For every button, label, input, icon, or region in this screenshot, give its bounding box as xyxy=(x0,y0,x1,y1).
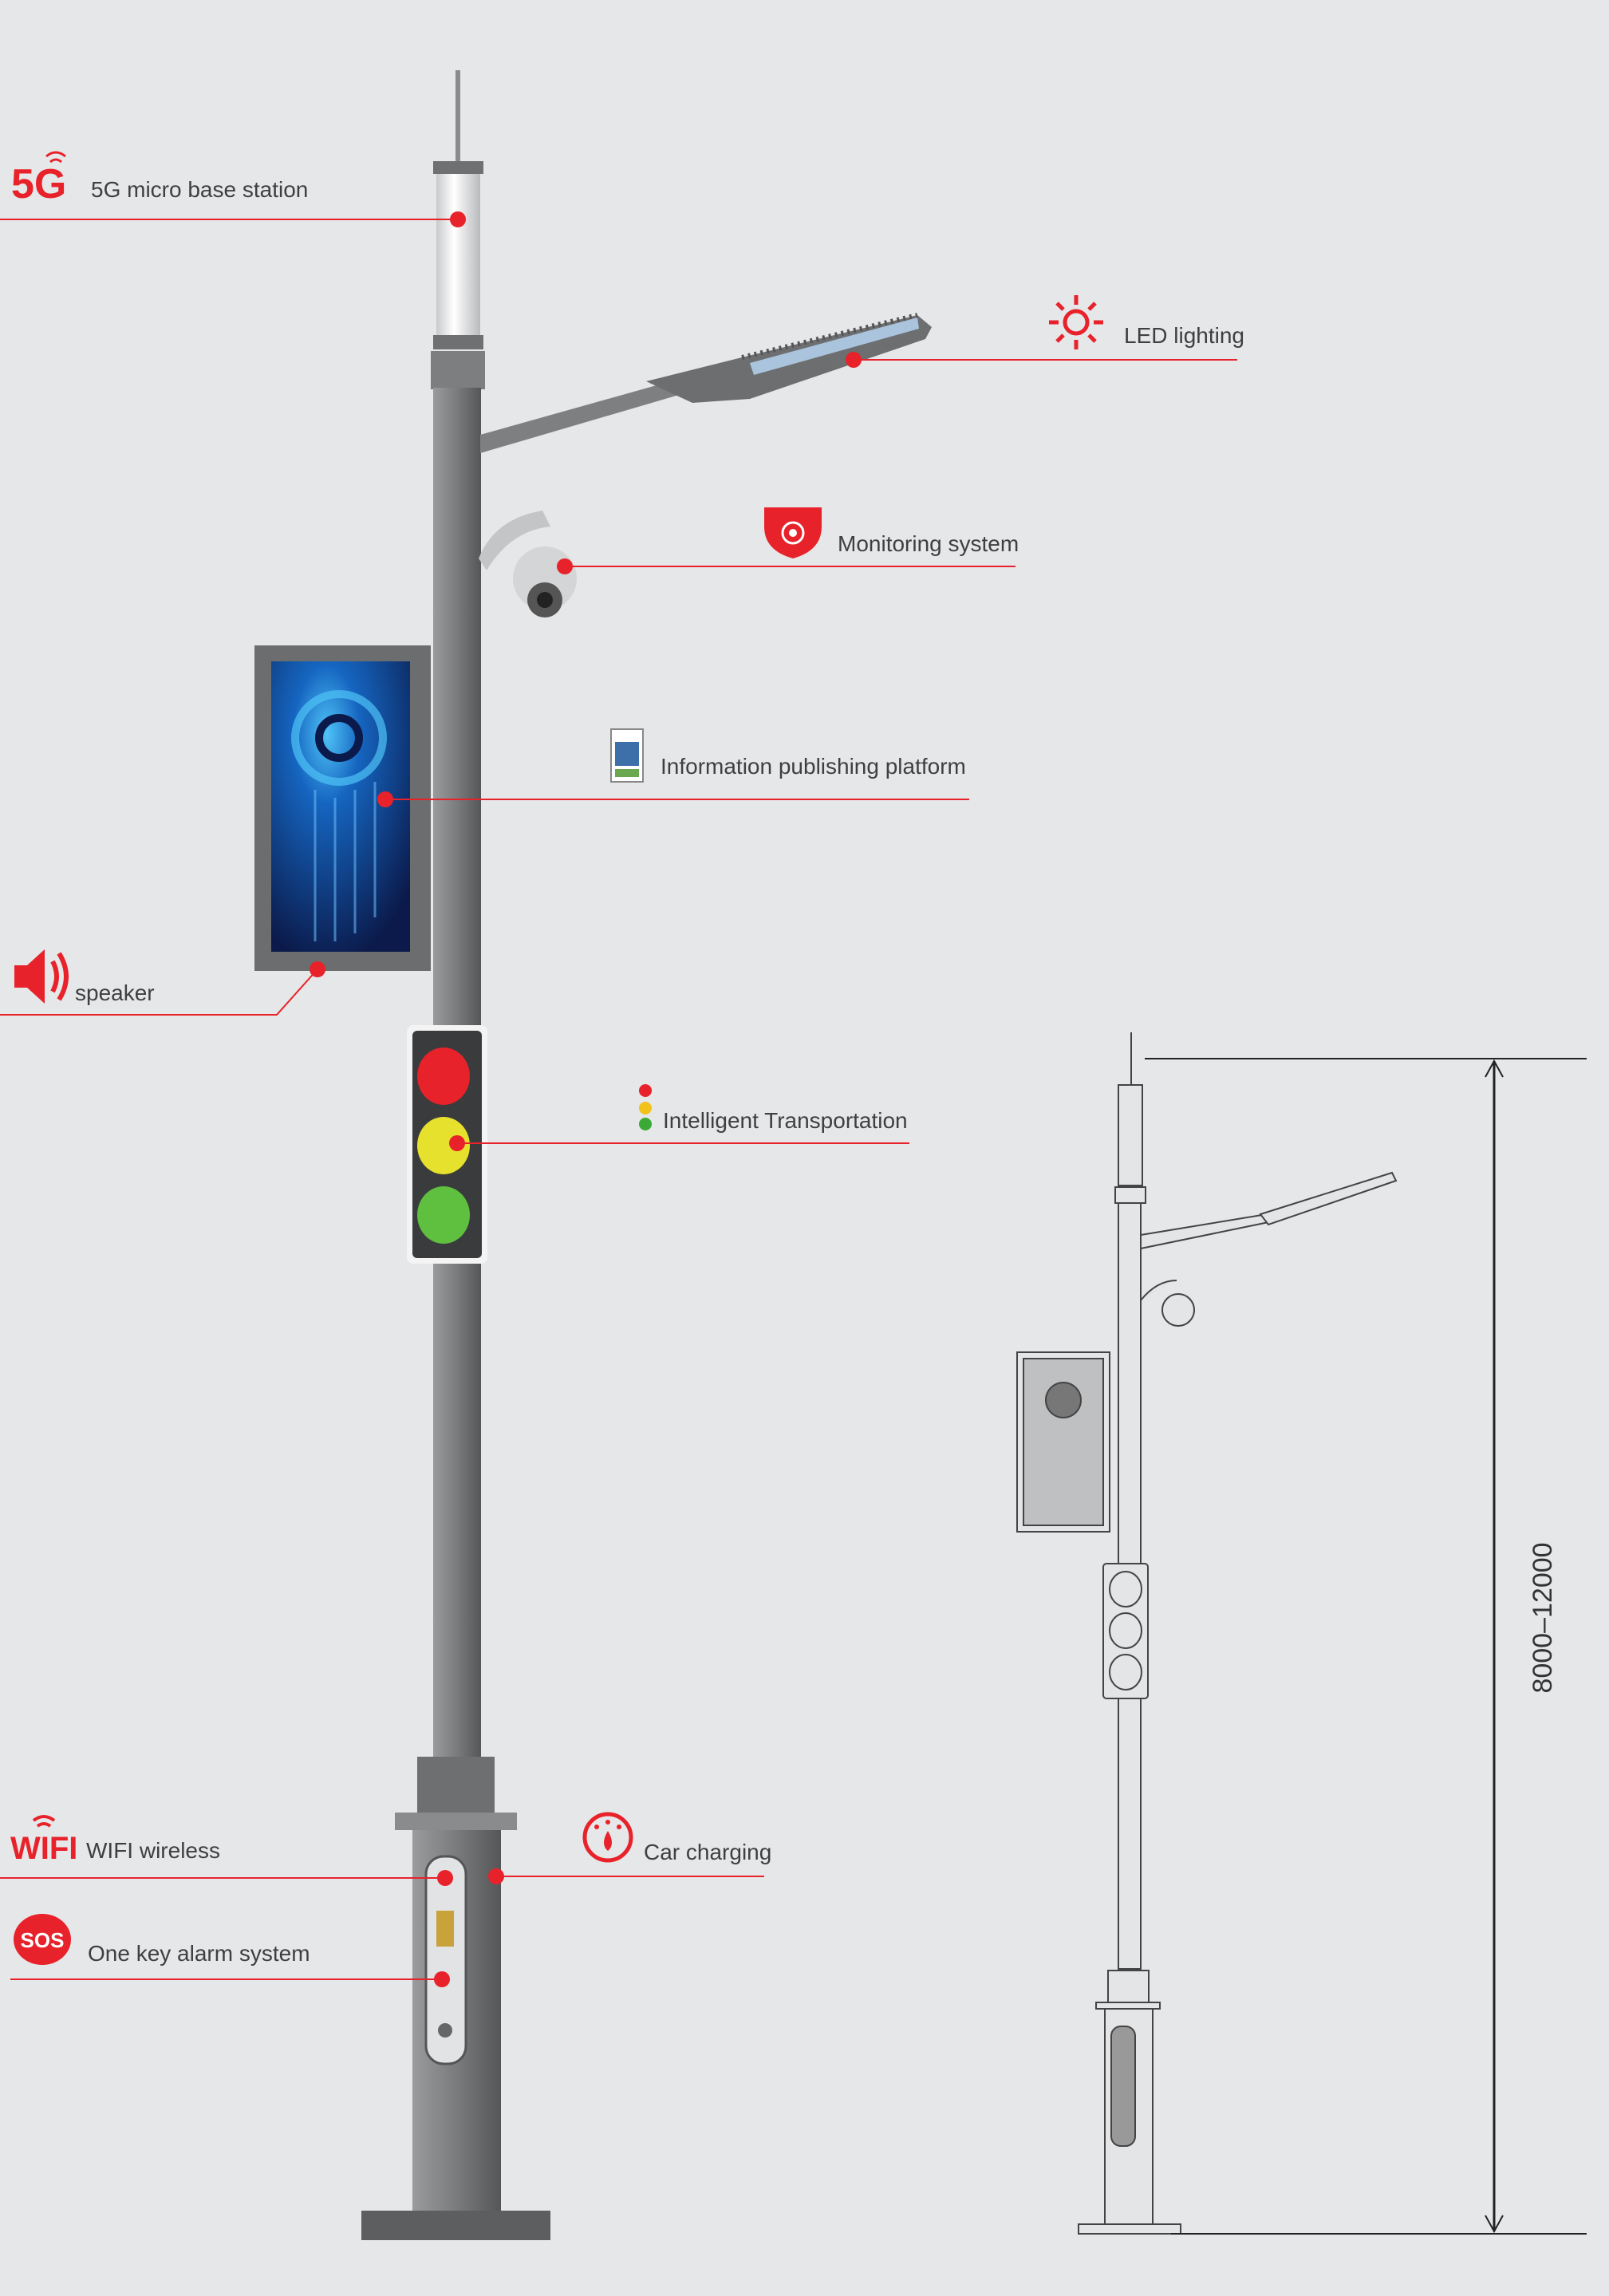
marker-wifi xyxy=(437,1870,453,1886)
callout-charging: Car charging xyxy=(488,1812,771,1884)
callout-sos: SOS One key alarm system xyxy=(10,1914,450,1987)
base-plate xyxy=(361,2211,550,2240)
ref-lamp-arm xyxy=(1140,1211,1277,1250)
reference-pole xyxy=(1016,1032,1398,2235)
ref-base-collar xyxy=(1107,1970,1150,2003)
callout-transport: Intelligent Transportation xyxy=(449,1084,909,1151)
label-info: Information publishing platform xyxy=(661,754,966,779)
marker-speaker xyxy=(310,961,325,977)
5g-icon: 5G xyxy=(11,161,66,207)
marker-transport xyxy=(449,1135,465,1151)
marker-monitoring xyxy=(557,558,573,574)
base-collar xyxy=(417,1757,495,1815)
pole-top-cap xyxy=(431,351,485,389)
lamp-arm xyxy=(480,377,692,453)
display-icon xyxy=(610,728,644,783)
marker-sos xyxy=(434,1971,450,1987)
callout-monitoring: Monitoring system xyxy=(557,507,1019,574)
5g-signal-icon xyxy=(45,151,66,164)
leader-line-speaker xyxy=(0,969,318,1016)
label-led: LED lighting xyxy=(1124,323,1244,348)
ref-camera-bracket xyxy=(1140,1280,1177,1301)
service-panel xyxy=(424,1855,467,2065)
arrowhead-icon xyxy=(1485,1059,1504,2234)
speaker-icon xyxy=(14,949,69,1004)
main-pole xyxy=(254,70,932,2240)
charging-icon xyxy=(582,1812,633,1863)
label-wifi: WIFI wireless xyxy=(86,1838,220,1863)
ref-traffic-light-bottom xyxy=(1109,1654,1142,1690)
ref-service-panel xyxy=(1110,2026,1136,2147)
sos-icon-text: SOS xyxy=(21,1928,65,1952)
screen-graphic-inner-ring xyxy=(315,714,363,762)
traffic-red-light xyxy=(417,1047,470,1105)
callout-5g: 5G 5G micro base station xyxy=(0,151,466,227)
label-monitoring: Monitoring system xyxy=(838,531,1019,556)
wifi-signal-icon xyxy=(32,1815,56,1828)
label-charging: Car charging xyxy=(644,1840,771,1864)
ref-traffic-light-middle xyxy=(1109,1612,1142,1649)
ref-camera-dome xyxy=(1161,1293,1195,1327)
shield-camera-icon xyxy=(764,507,822,558)
camera-lens xyxy=(537,592,553,608)
camera-bracket xyxy=(479,511,550,570)
ref-base-flange xyxy=(1095,2002,1161,2010)
label-transport: Intelligent Transportation xyxy=(663,1108,908,1133)
screen-graphic-lines xyxy=(314,782,377,941)
label-sos: One key alarm system xyxy=(88,1941,310,1966)
callout-info: Information publishing platform xyxy=(377,728,969,807)
ref-pole-top-cap xyxy=(1114,1186,1146,1204)
service-panel-display xyxy=(436,1911,454,1947)
screen-graphic-outer-ring xyxy=(291,690,387,786)
ref-5g-cylinder xyxy=(1118,1084,1143,1186)
5g-cylinder-base-ring xyxy=(433,335,483,349)
label-speaker: speaker xyxy=(75,980,155,1005)
traffic-dots-icon xyxy=(639,1084,652,1130)
callout-speaker: speaker xyxy=(0,949,325,1016)
traffic-yellow-light xyxy=(417,1117,470,1174)
marker-led xyxy=(846,352,862,368)
marker-charging xyxy=(488,1868,504,1884)
traffic-green-light xyxy=(417,1186,470,1244)
sun-icon xyxy=(1049,295,1103,349)
height-range-label: 8000–12000 xyxy=(1528,1542,1558,1693)
ref-lamp-head xyxy=(1259,1171,1398,1226)
callout-led: LED lighting xyxy=(846,295,1244,368)
callout-wifi: WIFI WIFI wireless xyxy=(0,1815,453,1886)
5g-cylinder xyxy=(436,174,480,337)
lamp-heatsink-fins xyxy=(741,313,918,360)
label-5g: 5G micro base station xyxy=(91,177,308,202)
base-flange xyxy=(395,1813,517,1830)
alarm-button xyxy=(438,2023,452,2038)
ref-traffic-light-top xyxy=(1109,1571,1142,1608)
antenna-cap-top xyxy=(433,161,483,174)
sos-icon xyxy=(14,1914,71,1965)
lamp-led-panel xyxy=(750,318,919,375)
ref-screen-graphic xyxy=(1045,1382,1082,1418)
height-dimension: 8000–12000 xyxy=(1145,1058,1587,2235)
info-screen xyxy=(271,661,410,952)
marker-info xyxy=(377,791,393,807)
marker-5g xyxy=(450,211,466,227)
ref-base-plate xyxy=(1078,2223,1181,2235)
antenna xyxy=(455,70,460,164)
wifi-icon: WIFI xyxy=(10,1831,77,1866)
